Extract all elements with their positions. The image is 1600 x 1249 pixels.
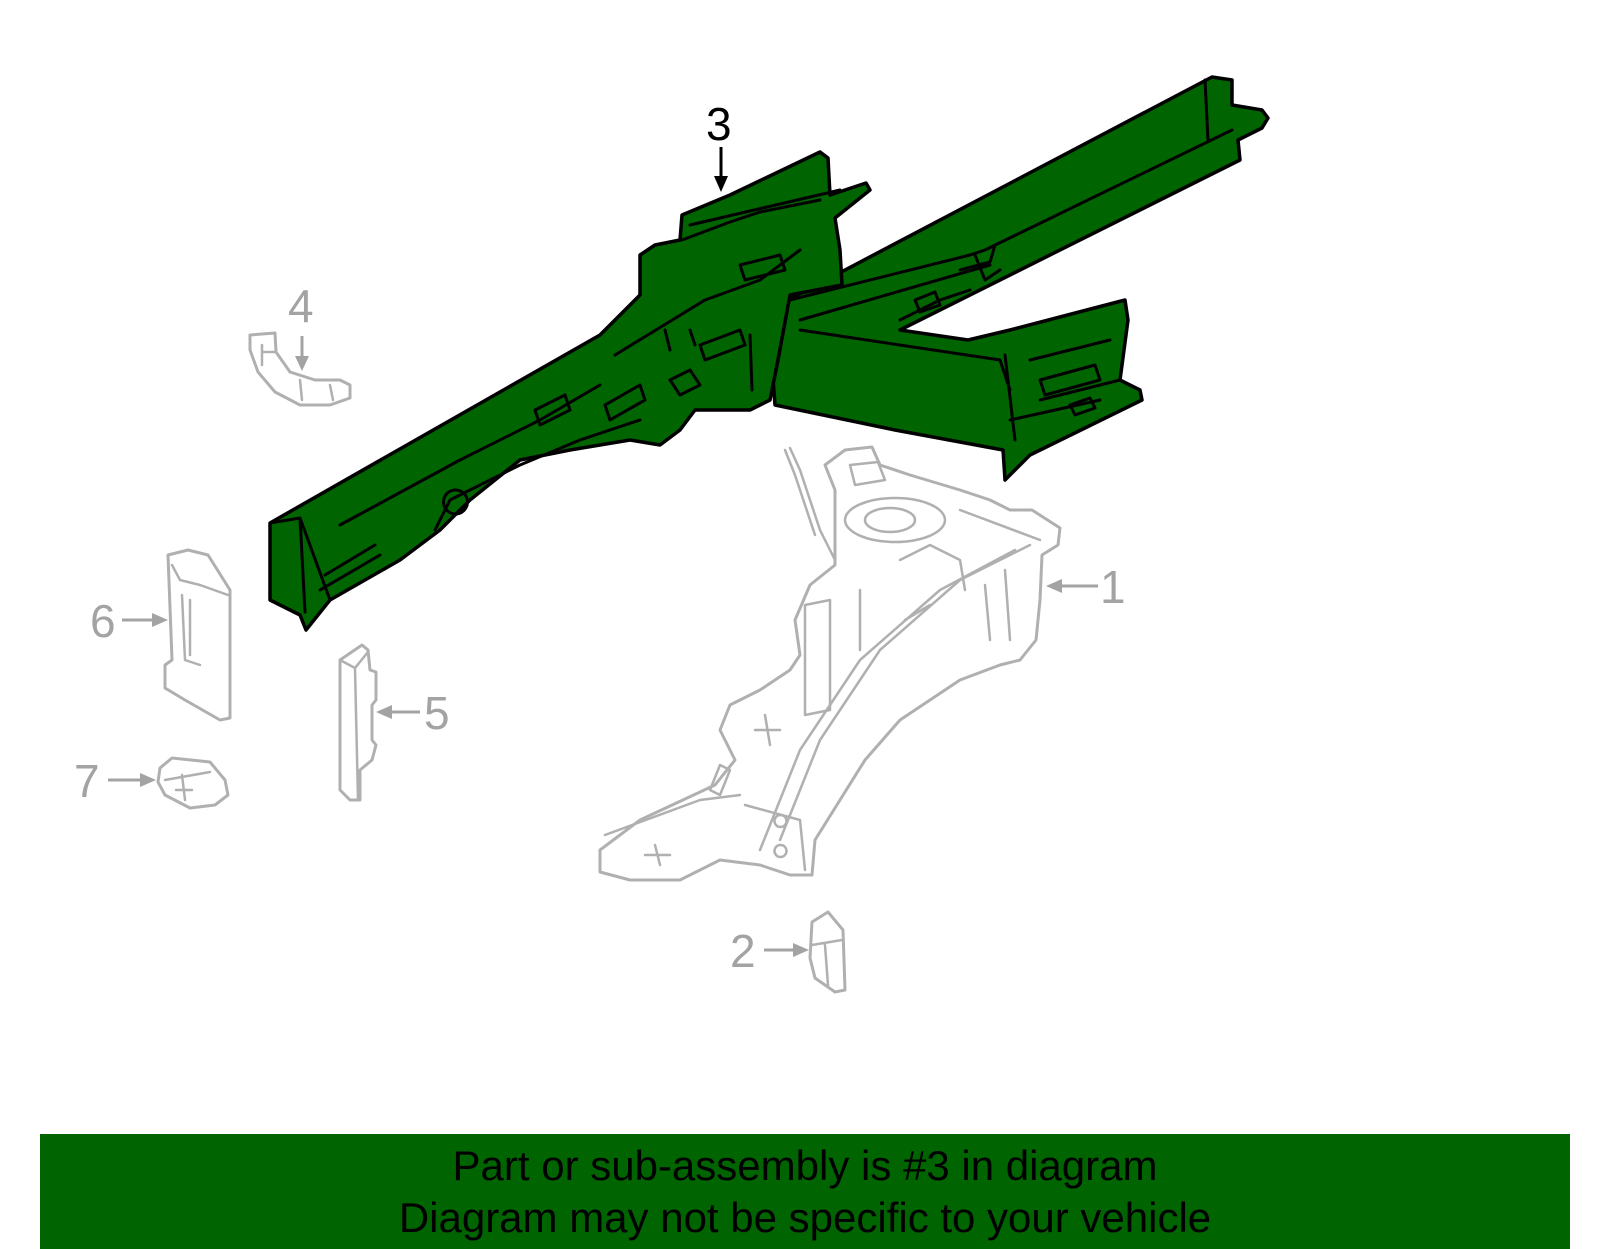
part-1-apron-assembly[interactable] — [598, 445, 1062, 882]
banner-line-1: Part or sub-assembly is #3 in diagram — [452, 1142, 1158, 1189]
part-2-bracket[interactable] — [808, 910, 847, 994]
callout-7: 7 — [74, 755, 100, 807]
callout-arrows — [108, 147, 1098, 957]
callout-3: 3 — [706, 98, 732, 150]
part-4-curved-bracket[interactable] — [248, 331, 352, 407]
callout-4: 4 — [288, 280, 314, 332]
banner-line-2: Diagram may not be specific to your vehi… — [398, 1194, 1212, 1241]
callout-2: 2 — [730, 925, 756, 977]
callout-5: 5 — [424, 687, 450, 739]
callout-1: 1 — [1100, 561, 1126, 613]
part-6-gusset[interactable] — [163, 548, 232, 722]
info-banner: Part or sub-assembly is #3 in diagram Di… — [40, 1134, 1570, 1249]
callout-6: 6 — [90, 595, 116, 647]
part-3-frame-rail[interactable] — [268, 75, 1270, 632]
part-5-reinforcement[interactable] — [338, 643, 378, 802]
part-7-block[interactable] — [156, 756, 230, 810]
